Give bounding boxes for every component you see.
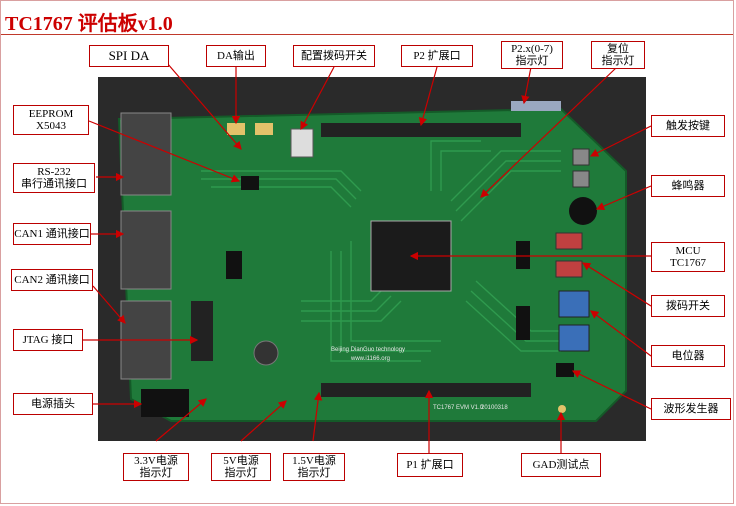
label-p2-leds: P2.x(0-7)指示灯 — [501, 41, 563, 69]
can-transceiver — [226, 251, 242, 279]
driver-chip — [516, 241, 530, 269]
label-p1-ext: P1 扩展口 — [397, 453, 463, 477]
label-spi-da: SPI DA — [89, 45, 169, 67]
arrow-trigger — [589, 125, 652, 157]
arrow-can2 — [92, 285, 126, 324]
arrow-p2-ext — [418, 66, 438, 127]
label-15v-led: 1.5V电源指示灯 — [283, 453, 345, 481]
toggle-switch-2 — [555, 260, 583, 278]
arrow-spi-da — [166, 62, 242, 150]
inductor — [253, 340, 279, 366]
label-can1: CAN1 通讯接口 — [13, 223, 91, 245]
trigger-button-1 — [572, 148, 590, 166]
label-reset-led: 复位指示灯 — [591, 41, 645, 69]
label-p2-ext: P2 扩展口 — [401, 45, 473, 67]
config-dip-switch — [290, 128, 314, 158]
arrow-33v-led — [155, 398, 207, 442]
label-buzzer: 蜂鸣器 — [651, 175, 725, 197]
wave-generator-chip — [556, 363, 574, 377]
arrow-buzzer — [595, 185, 652, 211]
label-trigger-key: 触发按键 — [651, 115, 725, 137]
pcb-traces — [201, 140, 561, 362]
arrow-pot — [590, 310, 652, 357]
callout-arrows — [83, 62, 652, 453]
buffer-chip — [516, 306, 530, 340]
potentiometer-1 — [558, 290, 590, 318]
arrow-dip-config — [300, 66, 335, 131]
label-jtag: JTAG 接口 — [13, 329, 83, 351]
gad-test-point — [558, 405, 566, 413]
p2-header — [321, 123, 521, 137]
label-power-jack: 电源插头 — [13, 393, 93, 415]
trigger-button-2 — [572, 170, 590, 188]
silk-model: TC1767 EVM V1.0 — [433, 405, 484, 411]
label-5v-led: 5V电源指示灯 — [211, 453, 271, 481]
label-dip-config: 配置拨码开关 — [293, 45, 375, 67]
eeprom-chip — [241, 176, 259, 190]
label-toggle-switch: 拨码开关 — [651, 295, 725, 317]
title-underline — [1, 34, 733, 35]
arrow-toggle — [581, 262, 652, 307]
label-wave-gen: 波形发生器 — [651, 398, 731, 420]
label-da-output: DA输出 — [206, 45, 266, 67]
da-output-pins-2 — [255, 123, 273, 135]
p2-led-strip — [511, 101, 561, 111]
arrow-5v-led — [240, 400, 287, 442]
p1-header — [321, 383, 531, 397]
buzzer — [569, 197, 597, 225]
arrow-wave-gen — [571, 370, 652, 410]
figure-title: TC1767 评估板v1.0 — [5, 13, 173, 35]
rs232-connector — [120, 112, 172, 196]
arrow-p2-leds — [521, 66, 532, 105]
jtag-header — [191, 301, 213, 361]
can1-connector — [120, 210, 172, 290]
label-gad-test: GAD测试点 — [521, 453, 601, 477]
label-can2: CAN2 通讯接口 — [11, 269, 93, 291]
silk-company: Beijing DianGuo technology — [331, 347, 405, 353]
da-output-pins — [227, 123, 245, 135]
arrow-eeprom — [88, 120, 241, 183]
label-33v-led: 3.3V电源指示灯 — [123, 453, 189, 481]
arrow-reset-led — [480, 66, 618, 198]
label-potentiometer: 电位器 — [651, 345, 725, 367]
toggle-switch-1 — [555, 232, 583, 250]
arrow-15v-led — [312, 391, 323, 442]
silk-date: 20100318 — [481, 405, 508, 411]
silk-url: www.i1166.org — [350, 356, 390, 362]
potentiometer-2 — [558, 324, 590, 352]
power-jack — [141, 389, 189, 417]
